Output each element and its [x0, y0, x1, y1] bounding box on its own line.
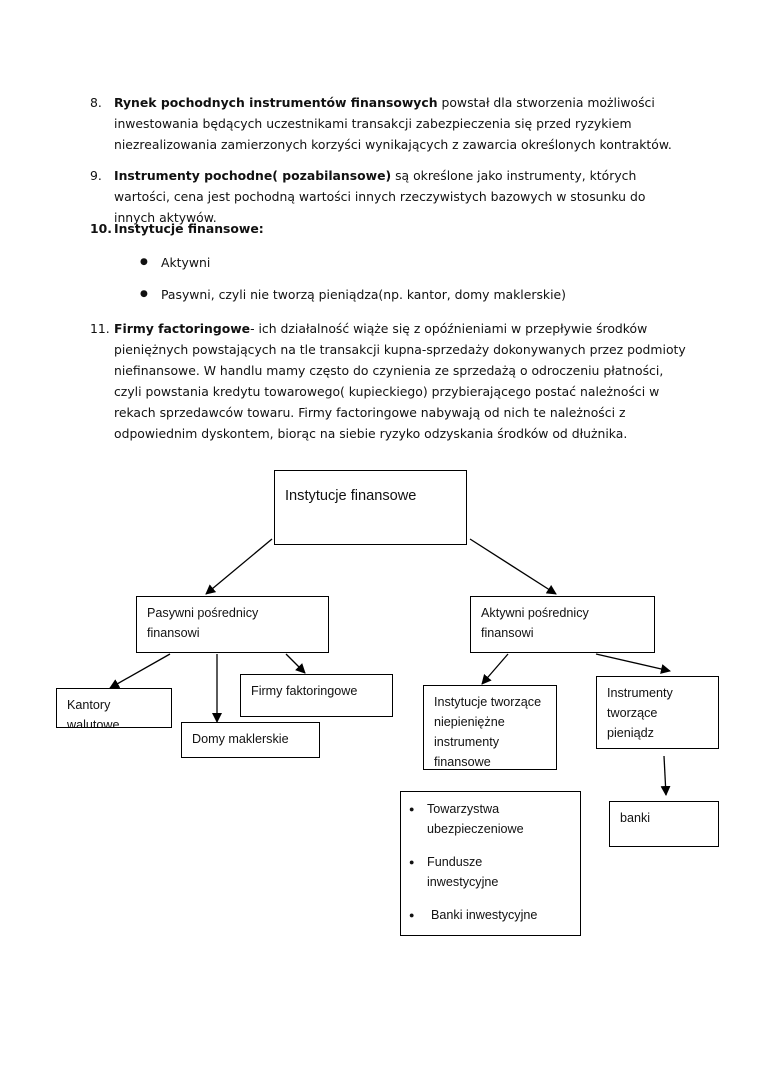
box-firmy: Firmy faktoringowe: [240, 674, 393, 717]
box-domy: Domy maklerskie: [181, 722, 320, 758]
list-item: ●Banki inwestycyjne: [401, 905, 580, 925]
list-item: ●Towarzystwa ubezpieczeniowe: [401, 799, 547, 839]
box-active-label: Aktywni pośrednicy finansowi: [481, 606, 589, 640]
list-item: ●Fundusze inwestycyjne: [401, 852, 537, 892]
item-9: 9. Instrumenty pochodne( pozabilansowe) …: [90, 165, 690, 228]
box-money: Instrumenty tworzące pieniądz: [596, 676, 719, 749]
arrow-passive-kantory: [109, 653, 171, 689]
bullet-text: Pasywni, czyli nie tworzą pieniądza(np. …: [161, 287, 566, 302]
box-root: Instytucje finansowe: [274, 470, 467, 545]
box-kantory: Kantory walutowe: [56, 688, 172, 728]
box-nonmoney-label: Instytucje tworzące niepieniężne instrum…: [434, 695, 542, 769]
item-number: 9.: [90, 168, 102, 183]
arrow-active-money: [595, 653, 671, 674]
item-term: Instrumenty pochodne( pozabilansowe): [114, 168, 392, 183]
box-banki: banki: [609, 801, 719, 847]
item-8: 8. Rynek pochodnych instrumentów finanso…: [90, 92, 690, 155]
box-passive-label: Pasywni pośrednicy finansowi: [147, 606, 259, 640]
arrow-root-passive: [205, 538, 273, 595]
item-number: 10.: [90, 221, 112, 236]
arrow-money-banki: [660, 755, 671, 796]
bullet-text: Aktywni: [161, 255, 211, 270]
item-term: Firmy factoringowe: [114, 321, 251, 336]
box-kantory-label: Kantory walutowe: [67, 698, 120, 728]
item-description: powstał dla stworzenia możliwości inwest…: [114, 95, 672, 152]
box-passive: Pasywni pośrednicy finansowi: [136, 596, 329, 653]
arrow-passive-firmy: [285, 653, 306, 674]
item-10: 10. Instytucje finansowe:: [90, 218, 690, 239]
box-nonmoney-list: ●Towarzystwa ubezpieczeniowe ●Fundusze i…: [400, 791, 581, 936]
box-banki-label: banki: [620, 811, 651, 825]
bullet-icon: ●: [409, 804, 415, 814]
item-term: Rynek pochodnych instrumentów finansowyc…: [114, 95, 438, 110]
box-root-label: Instytucje finansowe: [285, 488, 417, 504]
item-term: Instytucje finansowe:: [114, 221, 264, 236]
arrow-root-active: [469, 538, 557, 595]
box-nonmoney: Instytucje tworzące niepieniężne instrum…: [423, 685, 557, 770]
bullet-icon: ●: [140, 257, 148, 267]
arrow-active-nonmoney: [481, 653, 509, 685]
item-number: 11.: [90, 321, 110, 336]
bullet-icon: ●: [409, 857, 415, 867]
box-active: Aktywni pośrednicy finansowi: [470, 596, 655, 653]
box-domy-label: Domy maklerskie: [192, 732, 289, 746]
item-number: 8.: [90, 95, 102, 110]
item-11: 11. Firmy factoringowe- ich działalność …: [90, 318, 690, 444]
bullet-icon: ●: [140, 289, 148, 299]
box-money-label: Instrumenty tworzące pieniądz: [607, 686, 673, 740]
box-firmy-label: Firmy faktoringowe: [251, 684, 358, 698]
item-description: są określone jako instrumenty, których w…: [114, 168, 646, 225]
item-description: - ich działalność wiąże się z opóźnienia…: [114, 321, 686, 441]
bullet-icon: ●: [409, 910, 415, 920]
